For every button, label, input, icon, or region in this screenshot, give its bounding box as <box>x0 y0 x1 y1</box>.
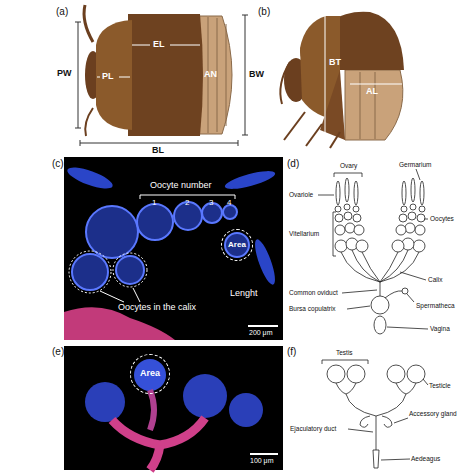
part-label: Vitellarium <box>289 230 319 237</box>
part-label: Spermatheca <box>416 302 455 309</box>
oocyte-number: 4 <box>227 199 231 208</box>
dimension-label: AL <box>366 87 378 97</box>
panel-letter: (a) <box>56 6 68 17</box>
dimension-label: EL <box>153 40 165 50</box>
area-circle: Area <box>221 229 253 261</box>
oocyte-number: 3 <box>209 199 213 208</box>
part-label: Oocytes <box>430 215 454 222</box>
part-label: Germarium <box>399 161 432 168</box>
oocyte-number: 2 <box>185 199 189 208</box>
oocyte-number: 1 <box>152 199 156 208</box>
area-circle: Area <box>130 354 170 394</box>
scale-label: 200 μm <box>249 329 273 337</box>
beetle-dorsal <box>75 5 248 146</box>
dimension-label: BT <box>329 58 341 68</box>
dimension-label: BL <box>152 146 164 156</box>
testis-micrograph <box>64 346 283 470</box>
part-label: Aedeagus <box>411 455 440 462</box>
annotation: Oocyte number <box>150 181 212 191</box>
beetle-lateral <box>280 12 404 148</box>
dimension-label: PL <box>102 72 114 82</box>
panel-letter: (f) <box>287 346 296 357</box>
annotation: Lenght <box>230 289 258 299</box>
area-label: Area <box>228 241 246 250</box>
part-label: Ovary <box>340 162 357 169</box>
part-label: Vagina <box>430 325 450 332</box>
dimension-label: AN <box>204 70 217 80</box>
scale-label: 100 μm <box>250 457 274 465</box>
area-label: Area <box>140 369 160 379</box>
part-label: Ejaculatory duct <box>290 425 336 432</box>
part-label: Common oviduct <box>289 289 338 296</box>
panel-letter: (e) <box>52 346 64 357</box>
ovary-micrograph <box>64 157 283 340</box>
panel-letter: (c) <box>52 158 64 169</box>
part-label: Bursa copulatrix <box>289 305 336 312</box>
part-label: Ovariole <box>289 191 313 198</box>
dimension-label: PW <box>57 69 72 79</box>
panel-letter: (d) <box>287 158 299 169</box>
part-label: Accessory gland <box>409 410 457 417</box>
part-label: Testicle <box>429 382 451 389</box>
part-label: Calix <box>428 276 442 283</box>
panel-letter: (b) <box>258 6 270 17</box>
dimension-label: BW <box>249 70 264 80</box>
part-label: Testis <box>336 349 353 356</box>
annotation: Oocytes in the calix <box>118 303 196 313</box>
